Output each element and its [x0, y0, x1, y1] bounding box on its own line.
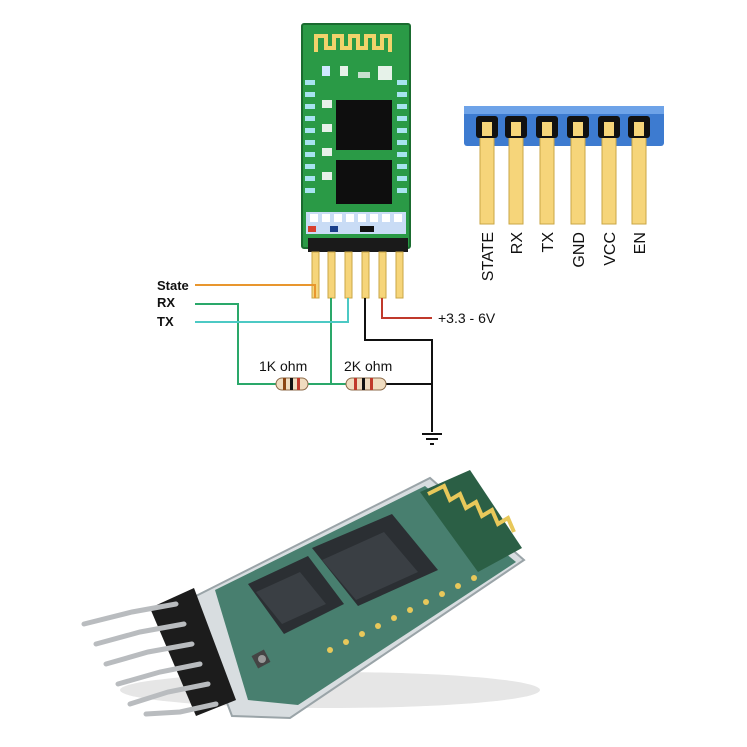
state-wire	[195, 284, 316, 298]
top-board-pins	[311, 251, 404, 299]
top-pin-header	[308, 238, 408, 252]
resistor-icon	[345, 377, 387, 391]
resistor-1k	[275, 377, 309, 391]
rx-wire	[195, 303, 276, 385]
pinout-header: STATE RX TX GND VCC EN	[464, 106, 664, 281]
hc05-module-top	[301, 23, 411, 252]
resistor-2k	[345, 377, 387, 391]
tx-wire	[195, 298, 349, 323]
tx-label: TX	[157, 314, 174, 329]
chip-lower	[336, 160, 392, 204]
pin-label-en: EN	[632, 232, 649, 254]
ground-symbol-icon	[422, 433, 442, 445]
vcc-label: +3.3 - 6V	[438, 310, 496, 326]
chip-upper	[336, 100, 392, 150]
pin-label-state: STATE	[480, 232, 497, 281]
gnd-wire	[364, 298, 433, 432]
pcb-antenna-icon	[427, 483, 516, 533]
pcb-antenna-icon	[314, 34, 392, 52]
state-label: State	[157, 278, 189, 293]
vcc-wire	[381, 298, 432, 319]
resistor-2k-label: 2K ohm	[344, 358, 392, 374]
pin-label-tx: TX	[540, 232, 557, 253]
rx-label: RX	[157, 295, 175, 310]
rx-wire-board	[308, 298, 332, 385]
pin-label-vcc: VCC	[602, 232, 619, 266]
pin-label-gnd: GND	[571, 232, 588, 268]
resistor-1k-label: 1K ohm	[259, 358, 307, 374]
pin-label-rx: RX	[509, 232, 526, 255]
hc05-module-photo	[81, 470, 540, 720]
